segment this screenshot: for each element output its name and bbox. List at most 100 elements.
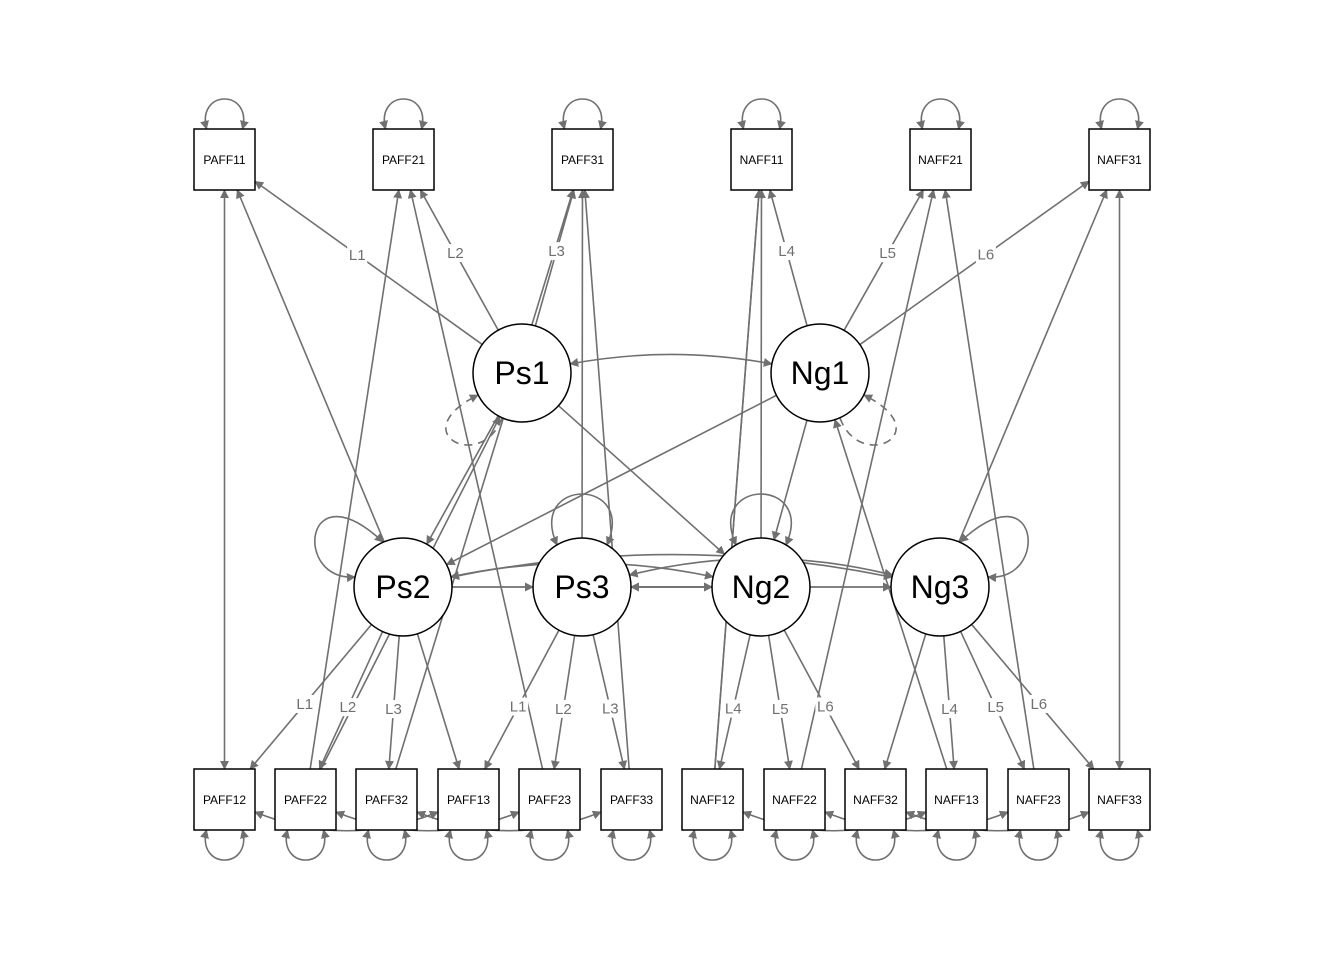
loading-Ps2-PAFF11 — [236, 189, 385, 543]
indicator-label: PAFF32 — [365, 793, 408, 807]
self-loop-PAFF12 — [200, 829, 249, 861]
indicator-PAFF13: PAFF13 — [437, 768, 500, 831]
indicator-PAFF22: PAFF22 — [274, 768, 337, 831]
path-Ps1-Ps2 — [426, 415, 499, 545]
path-NAFF23-NAFF21 — [941, 189, 1035, 770]
svg-text:L6: L6 — [1030, 696, 1047, 713]
loading-label-8: L3 — [383, 700, 404, 719]
self-loop-NAFF23 — [1014, 829, 1063, 861]
path-Ng1-Ps2 — [445, 394, 777, 566]
indicator-label: PAFF33 — [610, 793, 653, 807]
self-loop-NAFF11 — [737, 98, 786, 130]
latent-Ps2: Ps2 — [353, 537, 453, 637]
cov-Ps1-Ng1 — [569, 353, 773, 367]
latent-label: Ng2 — [732, 569, 791, 605]
loading-label-2: L3 — [546, 242, 567, 261]
indicator-NAFF23: NAFF23 — [1007, 768, 1070, 831]
loading-label-5: L6 — [975, 245, 996, 264]
indicator-PAFF23: PAFF23 — [518, 768, 581, 831]
loading-label-4: L5 — [877, 244, 898, 263]
loading-label-6: L1 — [294, 694, 315, 713]
svg-text:L6: L6 — [817, 699, 834, 716]
svg-text:L4: L4 — [941, 701, 958, 718]
loading-label-9: L1 — [508, 697, 529, 716]
indicator-NAFF21: NAFF21 — [909, 128, 972, 191]
indicator-label: NAFF12 — [690, 793, 735, 807]
loading-label-3: L4 — [776, 242, 797, 261]
loading-Ng1-NAFF31 — [859, 180, 1090, 346]
indicator-label: NAFF13 — [934, 793, 979, 807]
indicator-NAFF13: NAFF13 — [925, 768, 988, 831]
loading-label-17: L6 — [1028, 694, 1049, 713]
path-NAFF22-NAFF21 — [800, 189, 937, 770]
latent-Ng1: Ng1 — [770, 323, 870, 423]
indicator-label: PAFF12 — [203, 793, 246, 807]
latent-label: Ps2 — [375, 569, 430, 605]
indicator-label: PAFF23 — [528, 793, 571, 807]
path-NAFF12-NAFF11 — [714, 189, 764, 770]
svg-text:L6: L6 — [978, 247, 995, 264]
loading-label-13: L5 — [770, 699, 791, 718]
indicator-NAFF22: NAFF22 — [763, 768, 826, 831]
loading-label-1: L2 — [445, 244, 466, 262]
indicator-PAFF12: PAFF12 — [193, 768, 256, 831]
latent-label: Ps3 — [554, 569, 609, 605]
loading-label-12: L4 — [723, 699, 744, 718]
edges-layer — [200, 98, 1144, 861]
indicator-label: PAFF31 — [561, 153, 604, 167]
self-loop-NAFF21 — [916, 98, 965, 130]
self-loop-NAFF13 — [932, 829, 981, 861]
latent-label: Ps1 — [494, 355, 549, 391]
loading-label-0: L1 — [347, 245, 368, 264]
self-loop-PAFF23 — [525, 829, 574, 861]
indicator-label: PAFF11 — [203, 153, 246, 167]
indicator-label: NAFF22 — [772, 793, 817, 807]
loading-label-14: L6 — [815, 697, 836, 716]
svg-text:L2: L2 — [555, 701, 572, 718]
path-Ng1-Ng2 — [771, 420, 808, 541]
self-loop-PAFF13 — [444, 829, 493, 861]
indicator-PAFF32: PAFF32 — [355, 768, 418, 831]
indicator-label: NAFF21 — [918, 153, 963, 167]
loading-Ps1-PAFF11 — [254, 180, 483, 346]
indicator-NAFF11: NAFF11 — [730, 128, 793, 191]
self-loop-NAFF22 — [770, 829, 819, 861]
indicator-label: PAFF22 — [284, 793, 327, 807]
self-loop-NAFF33 — [1095, 829, 1144, 861]
path-Ps1-Ng2 — [557, 405, 726, 555]
loading-label-7: L2 — [337, 698, 358, 717]
path-PAFF33-PAFF31 — [580, 189, 630, 770]
svg-text:L3: L3 — [548, 243, 565, 260]
svg-text:L1: L1 — [296, 696, 313, 713]
indicator-NAFF32: NAFF32 — [844, 768, 907, 831]
loading-label-15: L4 — [939, 700, 960, 719]
indicator-label: NAFF31 — [1097, 153, 1142, 167]
indicator-NAFF12: NAFF12 — [681, 768, 744, 831]
indicator-NAFF33: NAFF33 — [1088, 768, 1151, 831]
svg-text:L2: L2 — [340, 699, 357, 716]
svg-text:L4: L4 — [725, 701, 742, 718]
path-PAFF23-PAFF21 — [407, 189, 544, 770]
self-loop-NAFF12 — [688, 829, 737, 861]
svg-text:L5: L5 — [879, 245, 896, 262]
self-loop-Ng3 — [959, 515, 1029, 583]
fixed-variance-Ps1 — [445, 394, 503, 446]
self-loop-NAFF32 — [851, 829, 900, 861]
self-loop-PAFF32 — [362, 829, 411, 861]
svg-text:L1: L1 — [349, 247, 366, 264]
loading-label-16: L5 — [985, 698, 1006, 717]
latent-label: Ng3 — [911, 569, 970, 605]
latent-Ng3: Ng3 — [890, 537, 990, 637]
indicator-PAFF31: PAFF31 — [551, 128, 614, 191]
svg-text:L5: L5 — [987, 699, 1004, 716]
indicator-label: PAFF21 — [382, 153, 425, 167]
latent-Ps1: Ps1 — [472, 323, 572, 423]
indicator-PAFF11: PAFF11 — [193, 128, 256, 191]
indicator-label: PAFF13 — [447, 793, 490, 807]
path-PAFF22-PAFF21 — [309, 189, 403, 770]
latent-label: Ng1 — [791, 355, 850, 391]
self-loop-PAFF31 — [558, 98, 607, 130]
self-loop-PAFF22 — [281, 829, 330, 861]
